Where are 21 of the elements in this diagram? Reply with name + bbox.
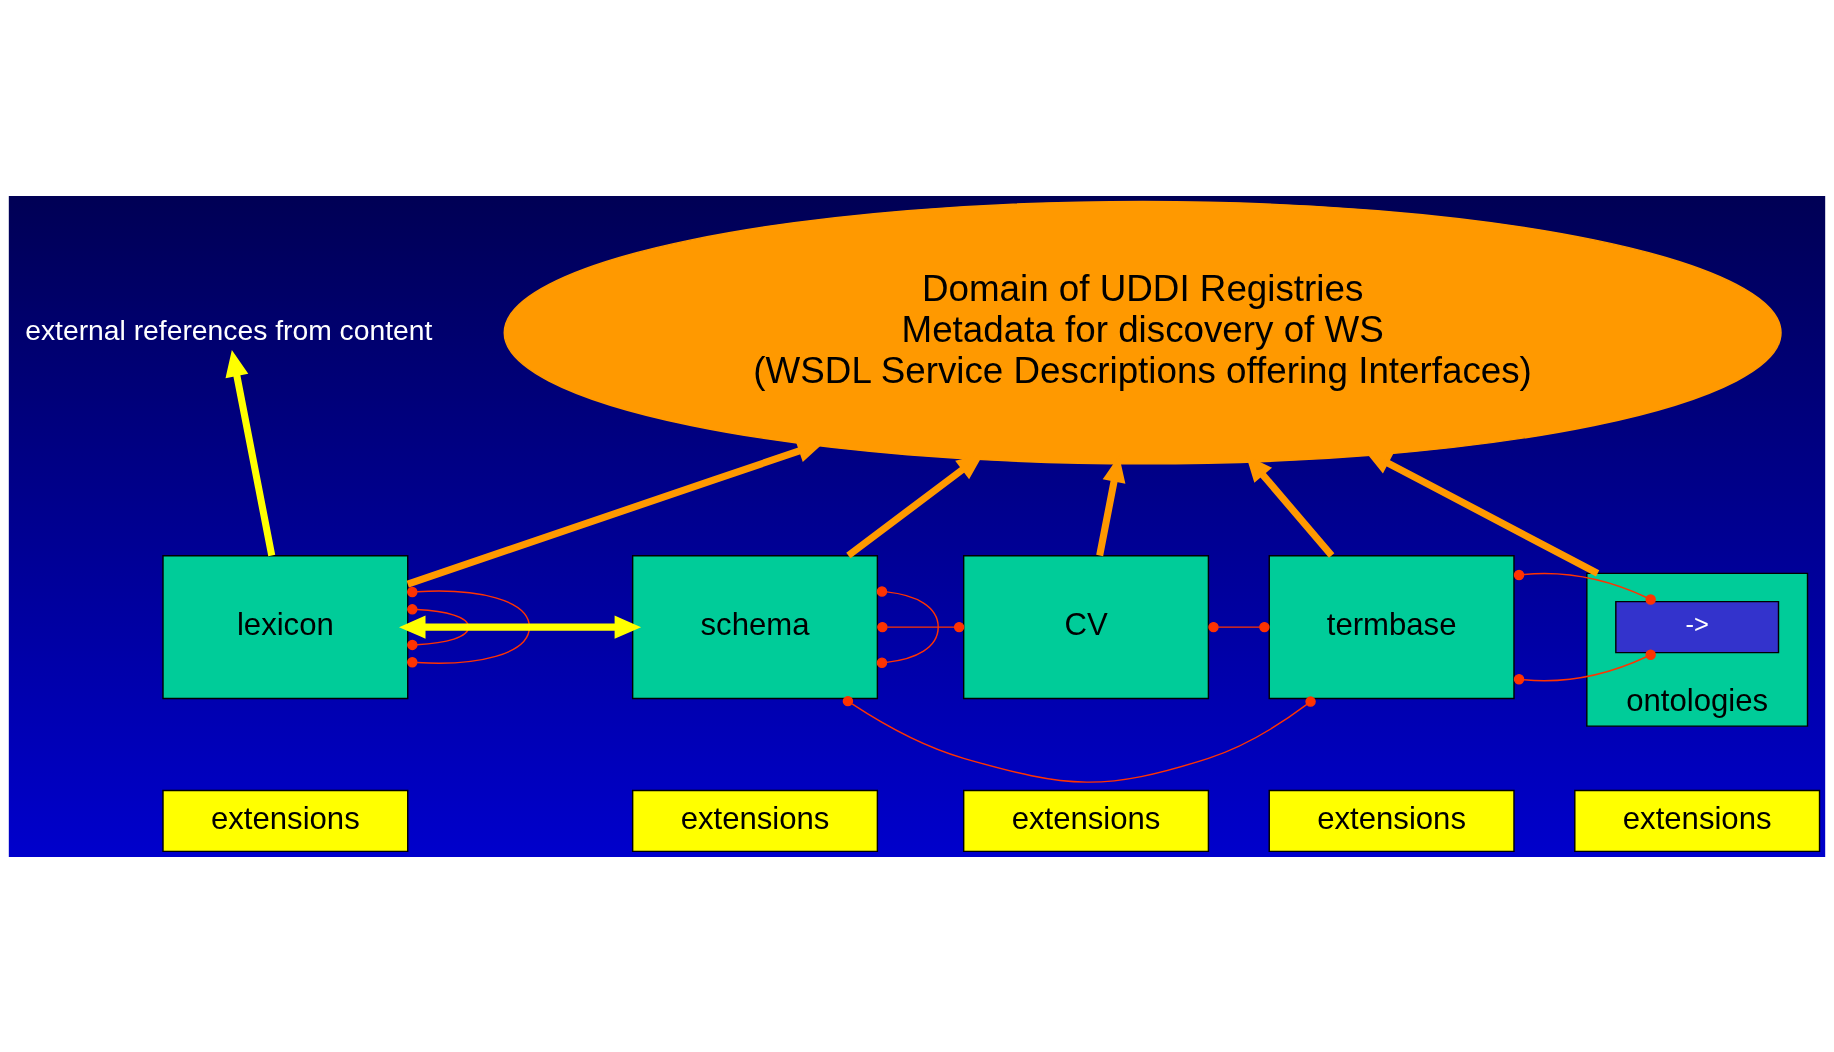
- connector: [407, 603, 470, 650]
- node-box: schema: [631, 554, 879, 699]
- node-box: extensions: [1574, 789, 1821, 852]
- connector: [876, 585, 939, 668]
- connector: [1513, 569, 1656, 605]
- node-text: external references from content: [25, 313, 433, 346]
- arrow: [399, 615, 642, 639]
- node-box: lexicon: [162, 554, 409, 699]
- node-box: extensions: [1268, 789, 1515, 852]
- connector: [877, 621, 965, 632]
- node-box: extensions: [162, 789, 409, 852]
- node-box: ->: [1615, 600, 1780, 653]
- node-box: extensions: [631, 789, 879, 852]
- node-box: CV: [962, 554, 1210, 699]
- connector: [407, 586, 531, 667]
- arrow: [225, 349, 276, 556]
- connector: [842, 695, 1316, 783]
- connector: [1208, 621, 1270, 632]
- node-box: extensions: [962, 789, 1210, 852]
- connector: [1513, 649, 1656, 684]
- node-box: termbase: [1268, 554, 1515, 699]
